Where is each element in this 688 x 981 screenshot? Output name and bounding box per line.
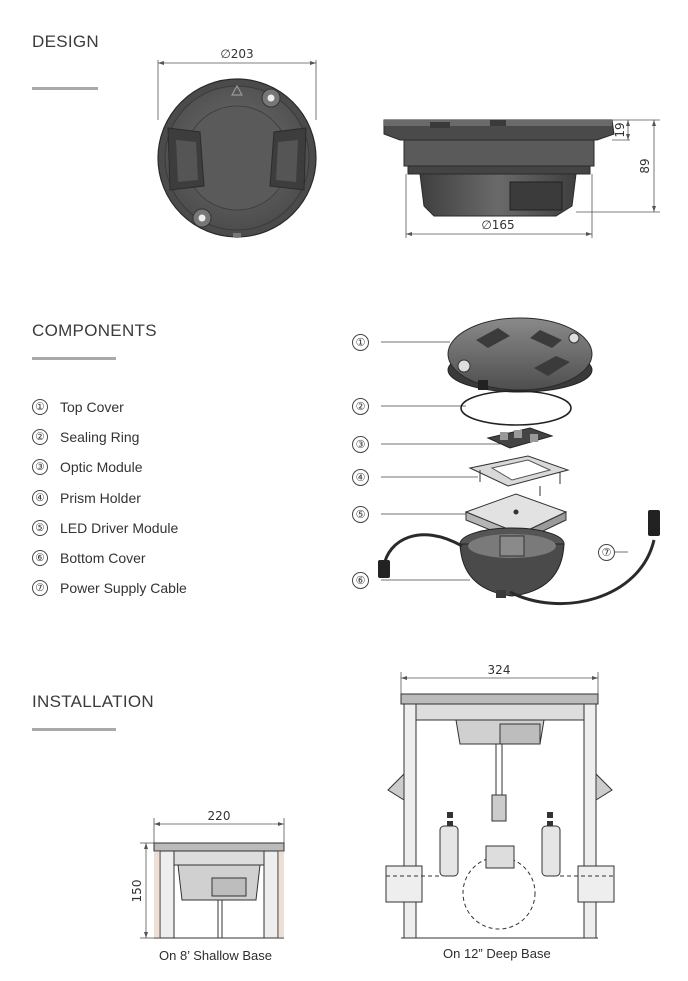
installation-divider [32, 728, 116, 731]
deep-width-label: 324 [488, 663, 511, 677]
component-label: Sealing Ring [60, 429, 140, 446]
side-view-diameter-label: ∅165 [481, 218, 514, 232]
components-heading: COMPONENTS [32, 321, 157, 340]
shallow-base-caption: On 8’ Shallow Base [159, 948, 272, 963]
component-label: Top Cover [60, 399, 124, 416]
component-label: Power Supply Cable [60, 580, 187, 597]
component-label: LED Driver Module [60, 519, 179, 536]
top-view-diameter-label: ∅203 [220, 47, 253, 61]
component-item: ⑥ Bottom Cover [32, 543, 187, 573]
shallow-height-label: 150 [130, 880, 144, 903]
shallow-width-label: 220 [208, 809, 231, 823]
component-number: ③ [32, 459, 48, 476]
callout-sealing-ring: ② [352, 398, 369, 415]
top-view-drawing: ∅203 [157, 47, 317, 238]
deep-base-drawing: 324 [385, 663, 615, 939]
cover-height-label: 19 [613, 122, 627, 137]
exploded-view-drawing [378, 317, 660, 605]
design-heading: DESIGN [32, 32, 99, 51]
components-divider [32, 357, 116, 360]
component-label: Prism Holder [60, 489, 141, 506]
callout-led-driver: ⑤ [352, 506, 369, 523]
component-item: ③ Optic Module [32, 452, 187, 482]
design-divider [32, 87, 98, 90]
component-label: Optic Module [60, 459, 143, 476]
component-item: ④ Prism Holder [32, 483, 187, 513]
component-item: ⑤ LED Driver Module [32, 513, 187, 543]
total-height-label: 89 [638, 158, 652, 173]
callout-power-cable: ⑦ [598, 544, 615, 561]
deep-base-caption: On 12” Deep Base [443, 946, 551, 961]
component-number: ② [32, 429, 48, 446]
component-number: ⑤ [32, 519, 48, 536]
shallow-base-drawing: 220 150 [130, 809, 285, 939]
installation-heading: INSTALLATION [32, 692, 154, 711]
component-number: ④ [32, 489, 48, 506]
component-number: ① [32, 399, 48, 416]
component-number: ⑦ [32, 580, 48, 597]
callout-prism-holder: ④ [352, 469, 369, 486]
side-view-drawing: 19 89 ∅165 [383, 119, 660, 238]
component-number: ⑥ [32, 550, 48, 567]
component-item: ① Top Cover [32, 392, 187, 422]
callout-top-cover: ① [352, 334, 369, 351]
component-label: Bottom Cover [60, 550, 146, 567]
component-item: ⑦ Power Supply Cable [32, 573, 187, 603]
callout-optic-module: ③ [352, 436, 369, 453]
components-list: ① Top Cover ② Sealing Ring ③ Optic Module ④… [32, 392, 187, 603]
component-item: ② Sealing Ring [32, 422, 187, 452]
callout-bottom-cover: ⑥ [352, 572, 369, 589]
